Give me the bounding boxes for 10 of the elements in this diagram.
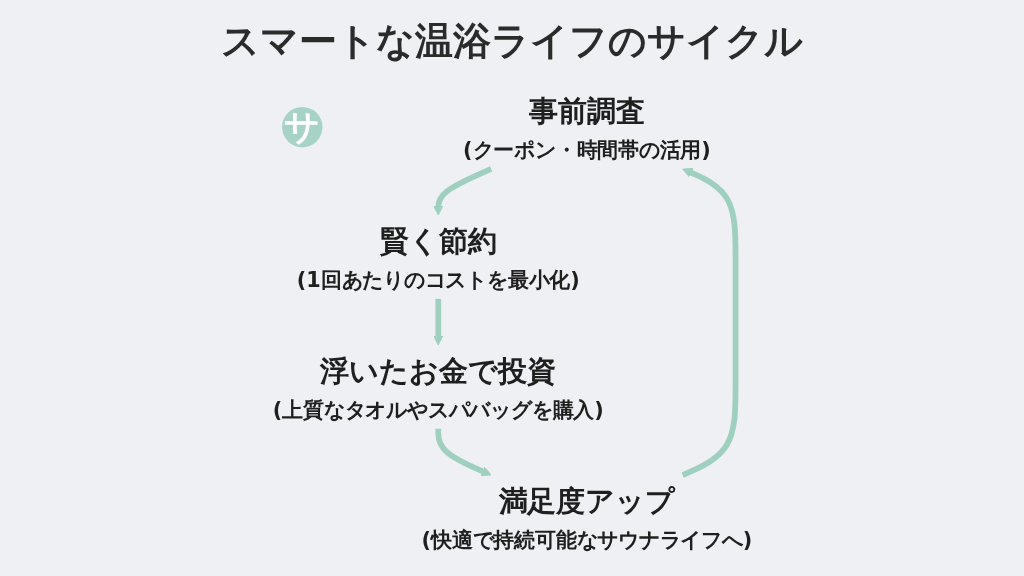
arrow [433, 298, 444, 346]
arrow [435, 428, 492, 476]
node-circle: サ [282, 106, 323, 148]
node-text: 浮いたお金で投資 (上質なタオルやスパバッグを購入) [272, 354, 604, 421]
node-text: 賢く節約 (1回あたりのコストを最小化) [296, 224, 580, 291]
node-text: 満足度アップ (快適で持続可能なサウナライフへ) [421, 484, 753, 551]
title: スマートな温浴ライフのサイクル [221, 18, 803, 65]
node-text: 事前調査 (クーポン・時間帯の活用) [463, 94, 711, 161]
arrow [681, 168, 739, 478]
arrow [433, 166, 493, 216]
